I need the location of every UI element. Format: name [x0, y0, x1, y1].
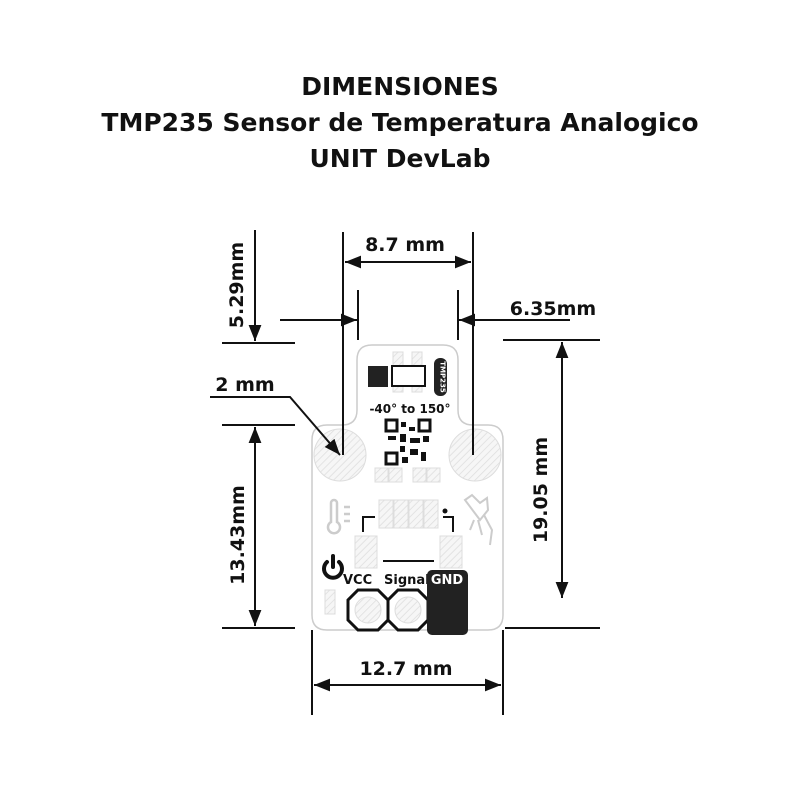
title-line-1: DIMENSIONES	[301, 72, 499, 101]
title-line-3: UNIT DevLab	[309, 144, 491, 173]
dim-total-height: 19.05 mm	[530, 437, 552, 543]
sensor-chip	[391, 365, 426, 387]
dim-lower-height: 13.43mm	[227, 485, 249, 585]
mounting-hole-right	[448, 428, 502, 482]
pin-label-signal: Signal	[384, 573, 430, 588]
pin-pad-gnd	[427, 570, 468, 635]
title-line-2: TMP235 Sensor de Temperatura Analogico	[101, 108, 699, 137]
chip-label-badge	[434, 358, 447, 396]
dim-total-width: 12.7 mm	[359, 658, 452, 680]
brand-logo-icon	[463, 493, 494, 546]
thermometer-icon	[326, 498, 350, 535]
power-icon	[322, 554, 344, 580]
dim-top-height: 5.29mm	[226, 242, 248, 328]
pin-label-vcc: VCC	[343, 573, 372, 588]
logo-chip	[368, 366, 388, 387]
temperature-range: -40° to 150°	[369, 402, 450, 416]
chip-label: TMP235	[439, 361, 447, 393]
dim-hole-diameter: 2 mm	[215, 374, 274, 396]
dim-side-offset: 6.35mm	[510, 298, 596, 320]
dim-top-width: 8.7 mm	[365, 234, 445, 256]
pin-label-gnd: GND	[431, 573, 464, 588]
qr-code	[384, 418, 432, 466]
